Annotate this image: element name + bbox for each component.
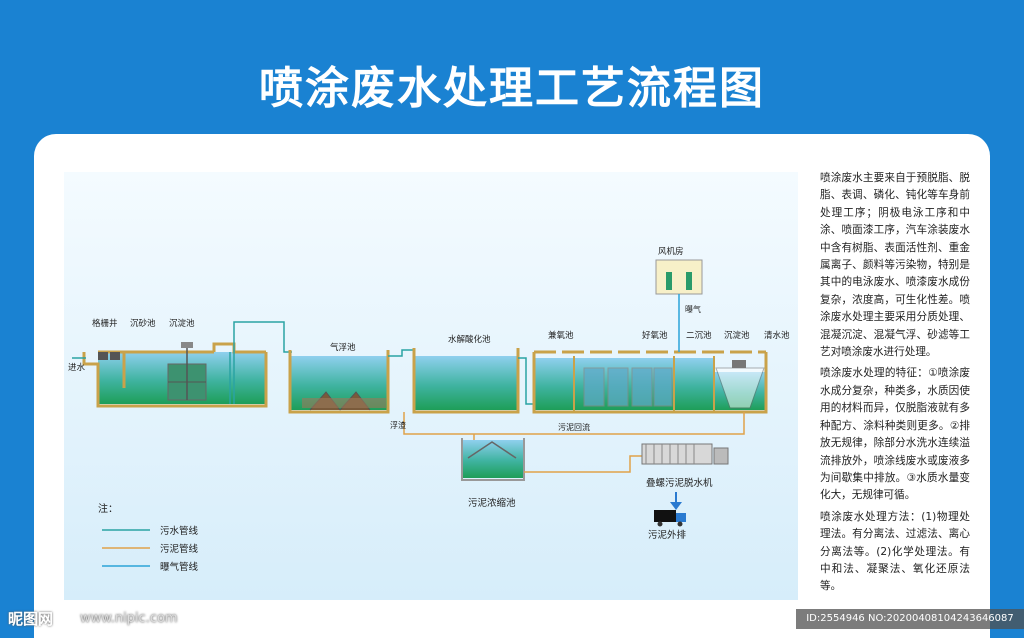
description-panel: 喷涂废水主要来自于预脱脂、脱脂、表调、磷化、钝化等车身前处理工序；阴极电泳工序和… <box>820 170 970 600</box>
description-paragraph-3: 喷涂废水处理方法：(1)物理处理法。有分离法、过滤法、离心分离法等。(2)化学处… <box>820 510 970 593</box>
description-paragraph-1: 喷涂废水主要来自于预脱脂、脱脂、表调、磷化、钝化等车身前处理工序；阴极电泳工序和… <box>820 172 970 359</box>
label-sludge-out: 污泥外排 <box>648 529 687 541</box>
label-secondary-settling: 二沉池 <box>686 330 712 341</box>
biological-tanks <box>532 350 768 414</box>
label-scum: 浮渣 <box>390 420 406 430</box>
label-sludge-thickener: 污泥浓缩池 <box>468 497 516 509</box>
pretreatment-tanks <box>82 342 268 408</box>
label-air-flotation: 气浮池 <box>330 342 356 353</box>
label-hydrolysis: 水解酸化池 <box>448 334 491 345</box>
legend: 注： 污水管线 污泥管线 曝气管线 <box>98 502 199 573</box>
process-flow-diagram: 格栅井 沉砂池 沉淀池 进水 气浮池 水解酸化池 兼氧池 好氧池 二沉池 <box>64 172 798 600</box>
screw-press <box>641 443 729 465</box>
image-id-bar: ID:2554946 NO:20200408104243646087 <box>796 609 1024 629</box>
label-settling-tank-1: 沉淀池 <box>169 318 195 329</box>
label-aerobic: 好氧池 <box>642 330 668 341</box>
label-grating-well: 格栅井 <box>92 318 118 329</box>
air-flotation-tank <box>288 350 390 414</box>
label-aeration: 曝气 <box>685 304 701 314</box>
legend-label-sludge: 污泥管线 <box>160 543 199 555</box>
description-paragraph-2: 喷涂废水处理的特征：①喷涂废水成分复杂，种类多，水质因使用的材料而异，仅脱脂液就… <box>820 367 970 502</box>
page-title: 喷涂废水处理工艺流程图 <box>259 63 765 114</box>
sludge-thickener <box>461 438 525 481</box>
legend-label-aeration: 曝气管线 <box>160 561 199 573</box>
truck-icon <box>654 492 686 527</box>
label-blower-room: 风机房 <box>658 246 684 257</box>
label-settling-tank-2: 沉淀池 <box>724 330 750 341</box>
label-inlet: 进水 <box>68 362 86 373</box>
watermark-url: www.nipic.com <box>80 611 178 626</box>
label-sludge-return: 污泥回流 <box>558 422 590 432</box>
hydrolysis-tank <box>412 348 520 414</box>
blower-room <box>655 259 703 352</box>
legend-label-sewage: 污水管线 <box>160 525 199 537</box>
legend-title: 注： <box>98 502 118 515</box>
label-grit-tank: 沉砂池 <box>130 318 156 329</box>
label-clear-water: 清水池 <box>764 330 790 341</box>
watermark-logo: 昵图网 <box>8 610 54 628</box>
label-anoxic: 兼氧池 <box>548 330 574 341</box>
label-screw-press: 叠螺污泥脱水机 <box>646 477 713 489</box>
